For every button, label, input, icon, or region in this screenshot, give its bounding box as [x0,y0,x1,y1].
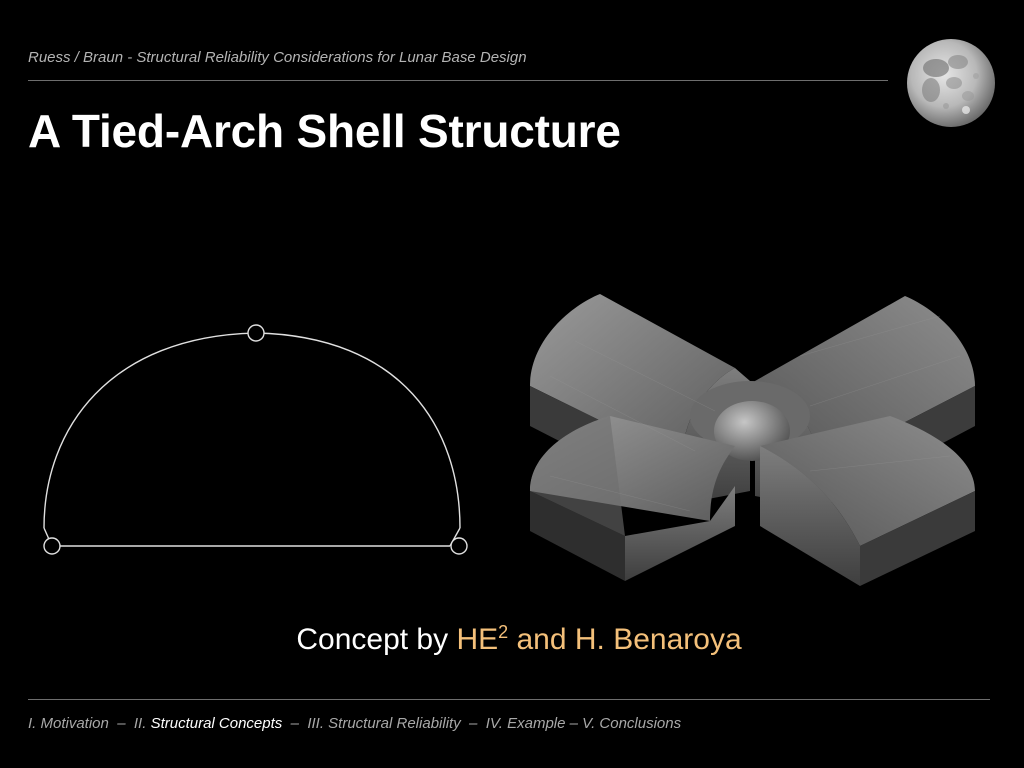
running-title: Ruess / Braun - Structural Reliability C… [28,49,527,66]
moon-icon [907,39,995,127]
nav-separator: – [282,715,308,732]
nav-separator: – [460,715,486,732]
concept-caption: Concept by HE2 and H. Benaroya [0,622,1024,657]
arch-curve [43,332,461,529]
module-front-left [530,416,735,581]
caption-he: HE [456,623,499,656]
section-navigation: I. Motivation – II. Structural Concepts … [28,715,681,732]
nav-structural-concepts-number[interactable]: II. [133,715,151,732]
module-front-right [760,416,975,586]
footer-divider [28,699,990,700]
nav-structural-reliability[interactable]: III. Structural Reliability [307,715,461,732]
hinge-top [247,324,265,342]
panel-grid [549,315,961,512]
nav-structural-concepts[interactable]: Structural Concepts [150,715,283,732]
hinge-right [450,537,468,555]
nav-example[interactable]: IV. Example [485,715,566,732]
tied-arch-diagram [43,324,468,555]
caption-he-superscript: 2 [498,622,509,642]
hinge-left [43,537,61,555]
caption-prefix: Concept by [296,623,457,656]
nav-motivation[interactable]: I. Motivation [28,715,109,732]
nav-separator: – [565,715,583,732]
nav-separator: – [108,715,134,732]
header-divider [28,80,888,81]
shell-structure-render [530,294,975,586]
caption-authors: and H. Benaroya [508,623,742,656]
nav-conclusions[interactable]: V. Conclusions [582,715,682,732]
slide-title: A Tied-Arch Shell Structure [28,105,621,157]
